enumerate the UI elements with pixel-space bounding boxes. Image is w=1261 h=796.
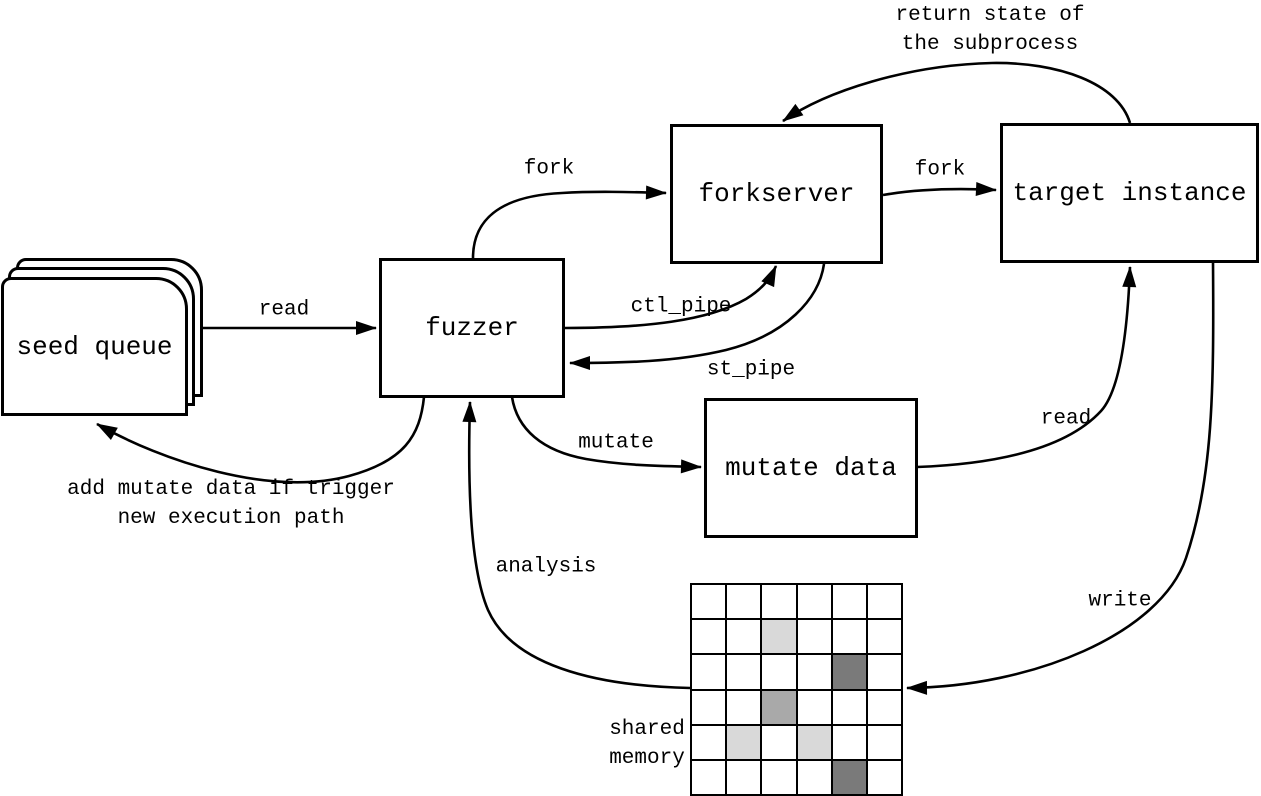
fuzzer-label: fuzzer <box>425 313 519 343</box>
forkserver-label: forkserver <box>698 179 855 209</box>
node-target-instance: target instance <box>1000 123 1259 263</box>
node-mutate-data: mutate data <box>704 398 918 538</box>
arrow-add-mutate <box>96 396 426 484</box>
label-shared-memory-line1: shared <box>609 718 685 741</box>
label-write: write <box>1088 589 1152 613</box>
label-mutate: mutate <box>578 431 654 455</box>
node-fuzzer: fuzzer <box>379 258 565 398</box>
arrow-fork-fuzzer-to-forkserver <box>471 185 667 259</box>
memory-cell <box>796 724 832 760</box>
mutate-data-label: mutate data <box>725 453 897 483</box>
memory-cell <box>726 689 762 725</box>
memory-cell <box>761 619 797 655</box>
label-return-state: return state of the subprocess <box>895 1 1084 59</box>
label-add-mutate-line1: add mutate data if trigger <box>67 478 395 501</box>
memory-cell <box>831 584 867 620</box>
memory-cell <box>796 619 832 655</box>
memory-cell <box>691 759 727 795</box>
memory-cell <box>726 724 762 760</box>
label-analysis: analysis <box>495 555 597 579</box>
memory-cell <box>866 724 902 760</box>
arrow-st-pipe <box>569 263 826 370</box>
label-read-mutate: read <box>1040 407 1092 431</box>
memory-cell <box>831 724 867 760</box>
label-return-state-line1: return state of <box>895 4 1085 27</box>
memory-cell <box>761 654 797 690</box>
arrow-write <box>906 261 1215 695</box>
memory-cell <box>796 759 832 795</box>
shared-memory-grid <box>690 583 903 796</box>
node-seed-queue: seed queue <box>1 277 188 416</box>
memory-cell <box>866 689 902 725</box>
arrow-mutate <box>510 396 702 474</box>
memory-cell <box>691 619 727 655</box>
memory-cell <box>761 759 797 795</box>
memory-cell <box>691 654 727 690</box>
memory-cell <box>761 689 797 725</box>
label-shared-memory: shared memory <box>609 715 685 773</box>
label-add-mutate: add mutate data if trigger new execution… <box>67 475 395 533</box>
memory-cell <box>726 619 762 655</box>
memory-cell <box>866 619 902 655</box>
arrow-return-state <box>782 61 1132 124</box>
label-fork-forkserver: fork <box>914 158 966 182</box>
memory-cell <box>831 689 867 725</box>
node-forkserver: forkserver <box>670 124 883 264</box>
memory-cell <box>691 689 727 725</box>
memory-cell <box>761 584 797 620</box>
memory-cell <box>831 759 867 795</box>
memory-cell <box>866 654 902 690</box>
label-return-state-line2: the subprocess <box>901 33 1079 56</box>
label-read-seed: read <box>258 298 310 322</box>
memory-cell <box>726 654 762 690</box>
arrow-analysis <box>462 401 691 690</box>
memory-cell <box>796 584 832 620</box>
memory-cell <box>691 584 727 620</box>
arrow-read-mutate-to-target <box>916 266 1137 469</box>
label-st-pipe: st_pipe <box>706 358 796 382</box>
memory-cell <box>796 654 832 690</box>
memory-cell <box>761 724 797 760</box>
memory-cell <box>691 724 727 760</box>
memory-cell <box>831 619 867 655</box>
memory-cell <box>866 759 902 795</box>
memory-cell <box>726 584 762 620</box>
memory-cell <box>831 654 867 690</box>
seed-queue-label: seed queue <box>16 331 173 362</box>
memory-cell <box>796 689 832 725</box>
label-fork-fuzzer: fork <box>523 157 575 181</box>
memory-cell <box>866 584 902 620</box>
arrow-fork-forkserver-to-target <box>882 182 997 197</box>
target-instance-label: target instance <box>1012 178 1247 208</box>
arrow-ctl-pipe <box>564 265 778 330</box>
memory-cell <box>726 759 762 795</box>
label-shared-memory-line2: memory <box>609 747 685 770</box>
label-ctl-pipe: ctl_pipe <box>630 295 732 319</box>
label-add-mutate-line2: new execution path <box>117 507 345 530</box>
